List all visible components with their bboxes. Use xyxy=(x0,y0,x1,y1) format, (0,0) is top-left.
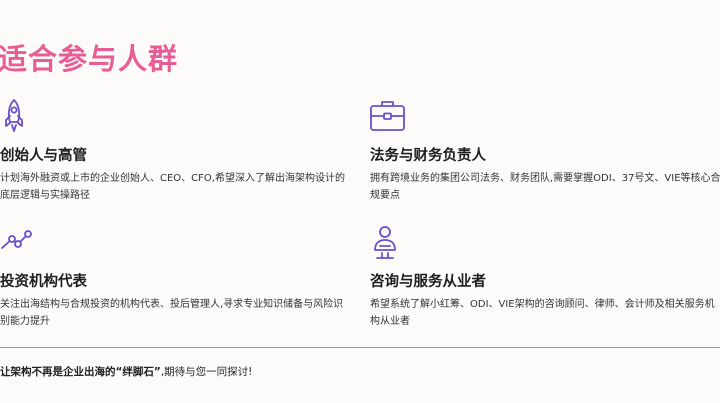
closing-message: 让架构不再是企业出海的“绊脚石”,期待与您一同探讨! xyxy=(0,364,252,379)
advisor-icon xyxy=(370,224,410,264)
briefcase-icon xyxy=(370,98,410,138)
card-description: 计划海外融资或上市的企业创始人、CEO、CFO,希望深入了解出海架构设计的底层逻… xyxy=(0,173,345,201)
divider xyxy=(0,347,720,348)
closing-message-emphasis: 让架构不再是企业出海的“绊脚石” xyxy=(0,366,161,378)
card-description: 关注出海结构与合规投资的机构代表、投后管理人,寻求专业知识储备与风险识别能力提升 xyxy=(0,299,344,327)
section-title: 适合参与人群 xyxy=(0,42,179,76)
card-heading: 咨询与服务从业者 xyxy=(370,274,486,290)
card-heading: 法务与财务负责人 xyxy=(370,148,486,164)
card-heading: 创始人与高管 xyxy=(0,148,87,164)
card-heading: 投资机构代表 xyxy=(0,274,87,290)
card-description: 希望系统了解小红筹、ODI、VIE架构的咨询顾问、律师、会计师及相关服务机构从业… xyxy=(370,299,715,327)
rocket-icon xyxy=(0,98,40,138)
trend-chart-icon xyxy=(0,224,40,264)
closing-message-rest: ,期待与您一同探讨! xyxy=(160,366,253,378)
card-description: 拥有跨境业务的集团公司法务、财务团队,需要掌握ODI、37号文、VIE等核心合规… xyxy=(370,173,720,201)
